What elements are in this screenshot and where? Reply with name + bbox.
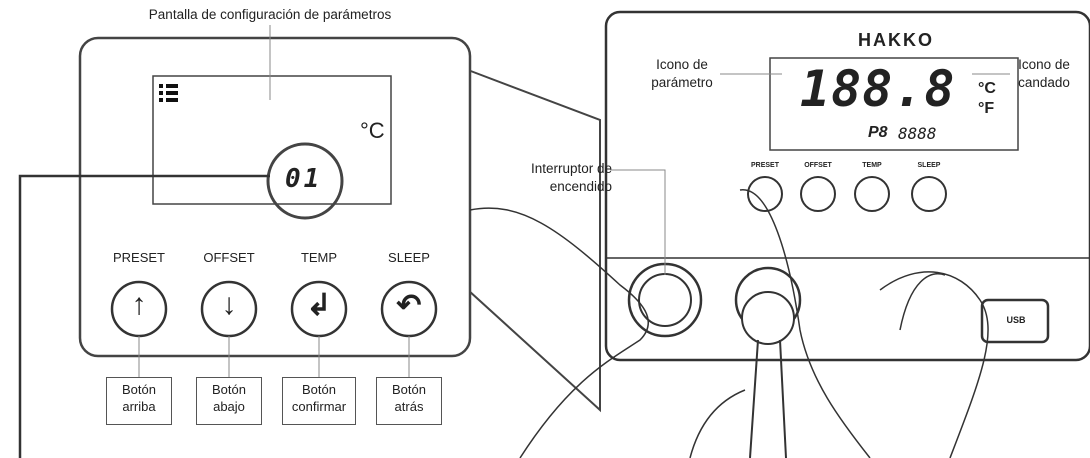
usb-port: [980, 298, 1050, 344]
device-leaders: [610, 73, 1010, 275]
device-lcd: [769, 57, 1019, 151]
device-offset-label: OFFSET: [804, 162, 832, 169]
device-preset: P8: [868, 124, 888, 141]
lcd-unit: °C: [360, 118, 385, 143]
lcd-screen: [152, 75, 392, 205]
brand-logo: HAKKO: [858, 30, 934, 50]
panel-title: Pantalla de configuración de parámetros: [148, 7, 392, 22]
power-switch-label: Interruptor de encendido: [530, 161, 612, 194]
callout-up: Botón arriba: [106, 377, 172, 425]
number-leader: [18, 174, 270, 458]
lock-icon-label: Icono de candado: [1018, 57, 1070, 90]
left-hand: [469, 207, 650, 458]
callout-down: Botón abajo: [196, 377, 262, 425]
device-sleep-label: SLEEP: [917, 162, 941, 169]
param-icon-label: Icono de parámetro: [651, 57, 713, 90]
panel-buttons: [110, 280, 438, 338]
device-small-digits: 8888: [898, 124, 937, 143]
back-arrow-icon[interactable]: ↶: [396, 289, 422, 322]
preset-label: PRESET: [112, 250, 165, 265]
device-temp-label: TEMP: [862, 162, 882, 169]
device-preset-label: PRESET: [750, 162, 779, 169]
lcd-number: 01: [285, 164, 323, 194]
down-arrow-icon[interactable]: ↓: [221, 288, 237, 321]
right-hand: [879, 271, 989, 458]
device-buttons: [747, 176, 947, 212]
callout-back: Botón atrás: [376, 377, 442, 425]
usb-label: USB: [1006, 315, 1026, 325]
list-icon: [159, 84, 178, 102]
up-arrow-icon[interactable]: ↑: [131, 288, 147, 321]
enter-arrow-icon[interactable]: ↲: [306, 289, 332, 322]
callout-confirm: Botón confirmar: [282, 377, 356, 425]
temp-label: TEMP: [300, 250, 338, 265]
device-unit-c: °C: [978, 80, 996, 97]
device-lcd-digits: 188.8: [800, 60, 956, 118]
device-unit-f: °F: [978, 100, 995, 117]
zoom-wedge: [467, 68, 601, 413]
pointing-hand: [689, 189, 871, 458]
offset-label: OFFSET: [203, 250, 255, 265]
iron-cable: [749, 339, 787, 458]
button-leaders: [138, 336, 410, 378]
highlight-circle: [266, 142, 344, 220]
sleep-label: SLEEP: [388, 250, 430, 265]
